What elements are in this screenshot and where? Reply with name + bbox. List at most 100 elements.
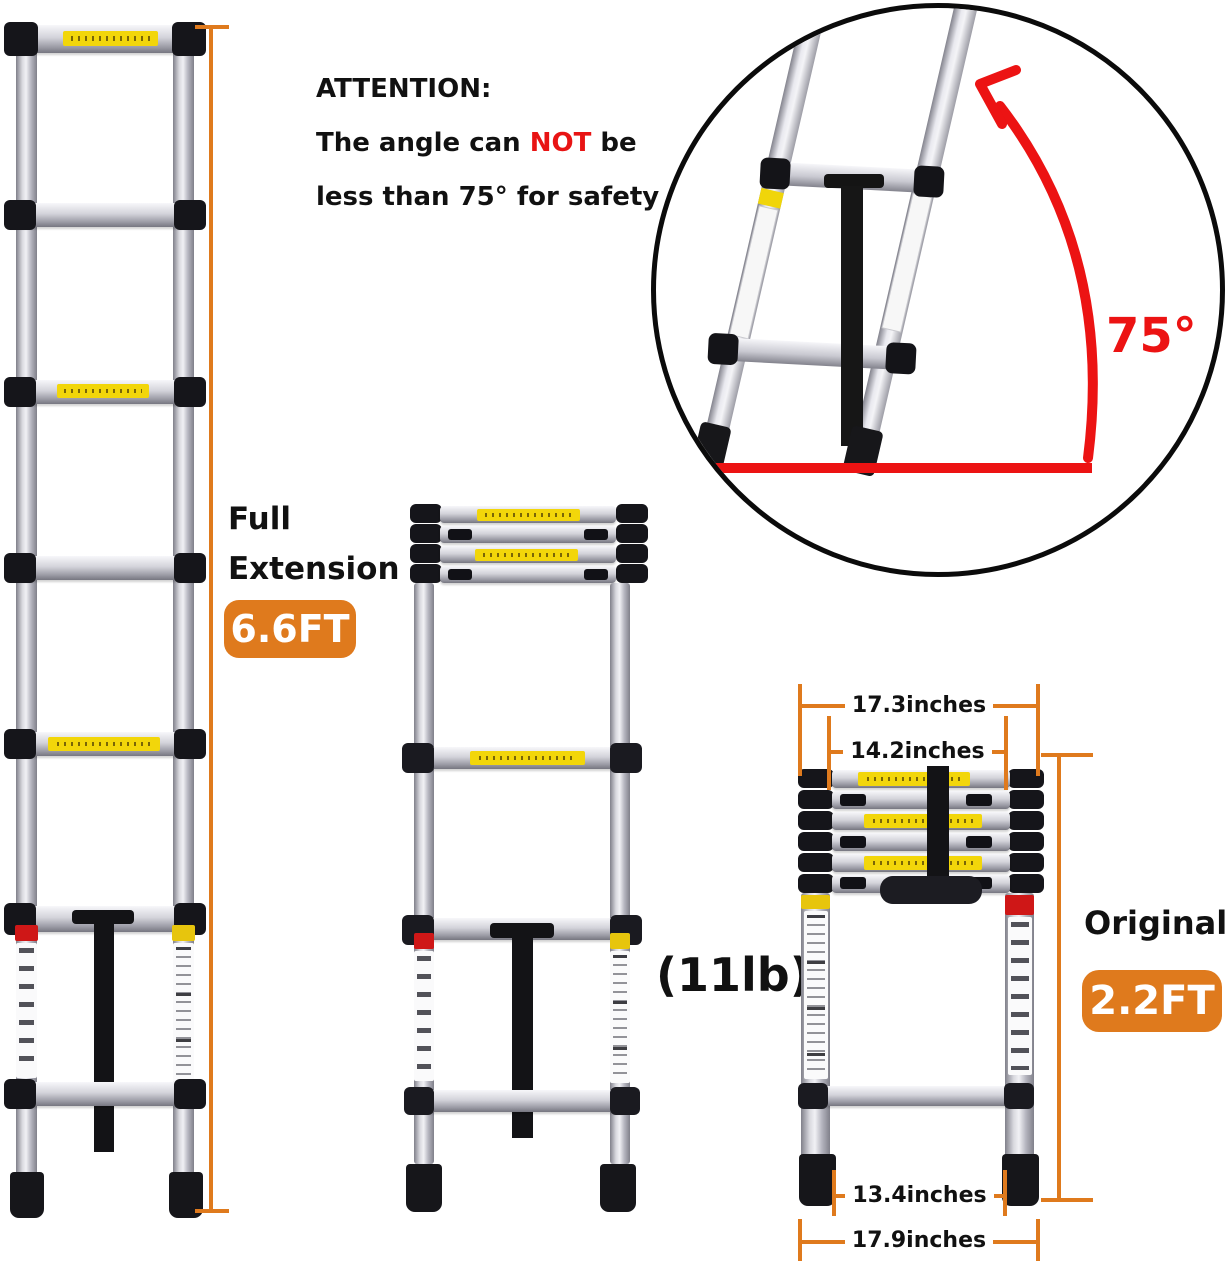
rung-collar xyxy=(1004,1083,1034,1109)
rung-collar xyxy=(402,743,434,773)
rung-end-cap xyxy=(174,553,206,583)
dimension-value: 13.4inches xyxy=(836,1174,1003,1216)
tilted-ladder-illustration xyxy=(692,8,999,477)
stack-cap xyxy=(1008,853,1044,872)
carry-handle xyxy=(880,876,982,904)
latch-button xyxy=(840,794,866,806)
rung-end-cap xyxy=(4,1079,36,1109)
ladder-rung xyxy=(8,203,202,227)
closure-strap xyxy=(512,923,533,1138)
rung-end-cap xyxy=(4,729,36,759)
dimension-tick xyxy=(832,1170,836,1216)
ladder-rail xyxy=(16,38,37,1178)
dimension-tick xyxy=(827,716,831,790)
warning-label xyxy=(864,856,982,870)
red-band-sticker xyxy=(1005,895,1034,915)
attention-line1: The angle can NOT be xyxy=(316,128,637,158)
red-band-sticker xyxy=(15,925,38,941)
full-extension-title: Full Extension xyxy=(228,494,400,594)
rung-end-cap xyxy=(174,1079,206,1109)
stack-cap xyxy=(798,832,834,851)
full-extension-height-value: 6.6FT xyxy=(230,607,350,651)
ground-line xyxy=(700,463,1092,473)
ladder-foot xyxy=(10,1172,44,1218)
ladder-foot xyxy=(1002,1154,1039,1206)
collapsed-title: Original xyxy=(1084,904,1228,942)
warning-label xyxy=(57,384,149,398)
rung-collar xyxy=(798,1083,828,1109)
dimension-line xyxy=(209,25,213,1213)
safety-icon-sticker xyxy=(1008,917,1032,1075)
closure-strap-mount xyxy=(824,174,884,188)
ladder-rail xyxy=(704,8,848,440)
stack-cap xyxy=(798,811,834,830)
stack-cap xyxy=(410,544,442,563)
stack-cap xyxy=(616,544,648,563)
dimension-value: 17.9inches xyxy=(802,1219,1036,1261)
stack-cap xyxy=(1008,811,1044,830)
collapsed-rung xyxy=(440,566,616,583)
rung-end-cap xyxy=(4,200,36,230)
stack-cap xyxy=(798,874,834,893)
latch-button xyxy=(584,529,608,540)
safety-icon-sticker xyxy=(16,943,37,1078)
dimension-tick xyxy=(1041,1198,1093,1202)
rung-end-cap xyxy=(174,729,206,759)
rung-end-cap xyxy=(174,377,206,407)
attention-note: ATTENTION: The angle can NOT be less tha… xyxy=(316,62,659,224)
collapsed-height-badge: 2.2FT xyxy=(1082,970,1222,1032)
closure-strap xyxy=(94,910,114,1152)
stack-cap xyxy=(798,769,834,788)
dimension-tick xyxy=(1004,716,1008,790)
dimension-tick xyxy=(1036,1219,1040,1261)
stack-cap xyxy=(616,504,648,523)
attention-line2: less than 75° for safety xyxy=(316,182,660,212)
ladder-rung xyxy=(420,1090,624,1112)
latch-button xyxy=(966,836,992,848)
collapsed-rung xyxy=(832,791,1010,809)
stack-cap xyxy=(1008,832,1044,851)
stack-cap xyxy=(1008,769,1044,788)
dimension-tick xyxy=(1036,684,1040,776)
dimension-value: 14.2inches xyxy=(831,730,1004,772)
ladder-foot xyxy=(799,1154,836,1206)
full-extension-height-badge: 6.6FT xyxy=(224,600,356,658)
weight-label: (11lb) xyxy=(656,948,811,1002)
latch-button xyxy=(840,836,866,848)
full-extension-title-line2: Extension xyxy=(228,551,400,587)
angle-arrowhead xyxy=(975,65,1021,129)
safety-text-sticker xyxy=(804,911,828,1079)
dimension-tick xyxy=(195,1209,229,1213)
warning-label xyxy=(864,814,982,828)
warning-label xyxy=(63,31,158,46)
ladder-rung xyxy=(8,1082,202,1106)
warning-label xyxy=(470,751,585,765)
rung-collar xyxy=(404,1087,434,1115)
rung-collar xyxy=(610,743,642,773)
angle-arc xyxy=(995,101,1098,463)
red-band-sticker xyxy=(414,933,434,949)
stack-cap xyxy=(410,504,442,523)
angle-value-label: 75° xyxy=(1106,308,1197,364)
warning-label xyxy=(475,549,578,561)
stack-cap xyxy=(616,524,648,543)
latch-button xyxy=(584,569,608,580)
rung-collar xyxy=(610,1087,640,1115)
dimension-tick xyxy=(1041,753,1093,757)
stack-cap xyxy=(410,524,442,543)
collapsed-rung xyxy=(832,833,1010,851)
stack-cap xyxy=(410,564,442,583)
rung-end-cap xyxy=(174,200,206,230)
dimension-value: 17.3inches xyxy=(802,684,1036,726)
yellow-band-sticker xyxy=(172,925,195,941)
warning-label xyxy=(48,737,160,751)
stack-cap xyxy=(798,790,834,809)
angle-callout-graphic: 75° xyxy=(692,8,1197,477)
collapsed-height-value: 2.2FT xyxy=(1089,978,1215,1024)
warning-label xyxy=(477,509,580,521)
yellow-band-sticker xyxy=(801,895,830,909)
ladder-rail xyxy=(854,8,999,444)
latch-button xyxy=(840,877,866,889)
safety-icon-sticker xyxy=(414,951,434,1081)
